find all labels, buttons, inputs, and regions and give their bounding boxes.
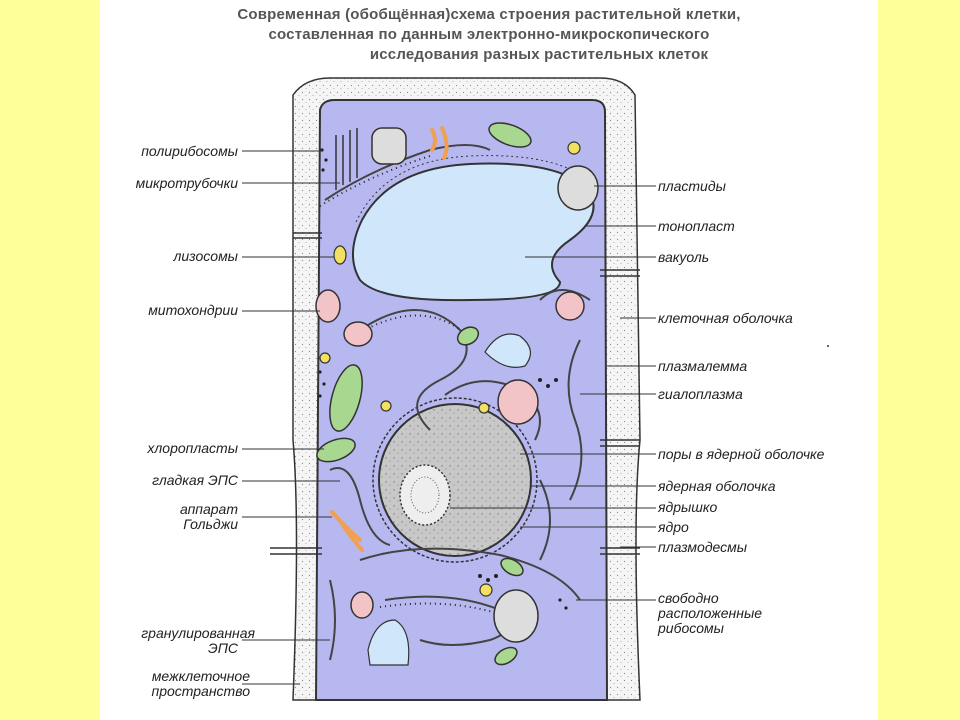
microtubules <box>335 128 358 190</box>
label-chloroplasts: хлоропласты <box>147 440 238 456</box>
label-free-ribosomes-2: расположенные <box>658 605 763 621</box>
label-plasmalemma: плазмалемма <box>658 358 748 374</box>
nucleus <box>372 397 538 563</box>
label-intercellular-2: пространство <box>151 683 250 699</box>
label-plastids: пластиды <box>658 178 726 194</box>
label-vacuole: вакуоль <box>658 249 710 265</box>
label-nucleolus: ядрышко <box>658 499 718 515</box>
title-line-2: составленная по данным электронно-микрос… <box>268 26 710 43</box>
label-nuclear-pores: поры в ядерной оболочке <box>658 446 825 462</box>
mitochondria <box>315 289 585 619</box>
label-golgi-1: аппарат <box>179 501 238 517</box>
label-rough-er-1: гранулированная <box>141 625 255 641</box>
label-free-ribosomes-1: свободно <box>658 590 719 606</box>
title-line-1: Современная (обобщённая)схема строения р… <box>237 6 741 23</box>
lysosomes <box>319 141 581 597</box>
label-intercellular-1: межклеточное <box>151 668 250 684</box>
label-rough-er-2: ЭПС <box>208 640 238 656</box>
leader-lines-right <box>450 185 656 601</box>
plasmodesmata <box>270 232 640 555</box>
golgi-apparatus <box>330 126 449 552</box>
label-mitochondria: митохондрии <box>148 302 238 318</box>
plastids <box>371 127 599 643</box>
label-lysosomes: лизосомы <box>173 248 238 264</box>
label-nucleus: ядро <box>658 519 689 535</box>
label-free-ribosomes-3: рибосомы <box>658 620 724 636</box>
label-polyribosomes: полирибосомы <box>141 143 238 159</box>
stray-dot <box>827 345 829 347</box>
title-line-3: исследования разных растительных клеток <box>369 46 709 63</box>
label-microtubules: микротрубочки <box>135 175 238 191</box>
free-ribosomes <box>318 148 568 610</box>
nucleolus <box>399 464 451 526</box>
label-cell-wall: клеточная оболочка <box>658 310 793 326</box>
small-vacuoles <box>367 333 531 666</box>
chloroplasts <box>316 122 532 666</box>
label-smooth-er: гладкая ЭПС <box>152 472 238 488</box>
label-nuclear-envelope: ядерная оболочка <box>658 478 776 494</box>
label-golgi-2: Гольджи <box>183 516 238 532</box>
er-ribosome-dots <box>319 155 507 617</box>
label-hyaloplasm: гиалоплазма <box>658 386 743 402</box>
label-plasmodesmata: плазмодесмы <box>658 539 748 555</box>
label-tonoplast: тонопласт <box>658 218 735 234</box>
leader-lines-left <box>242 150 340 685</box>
